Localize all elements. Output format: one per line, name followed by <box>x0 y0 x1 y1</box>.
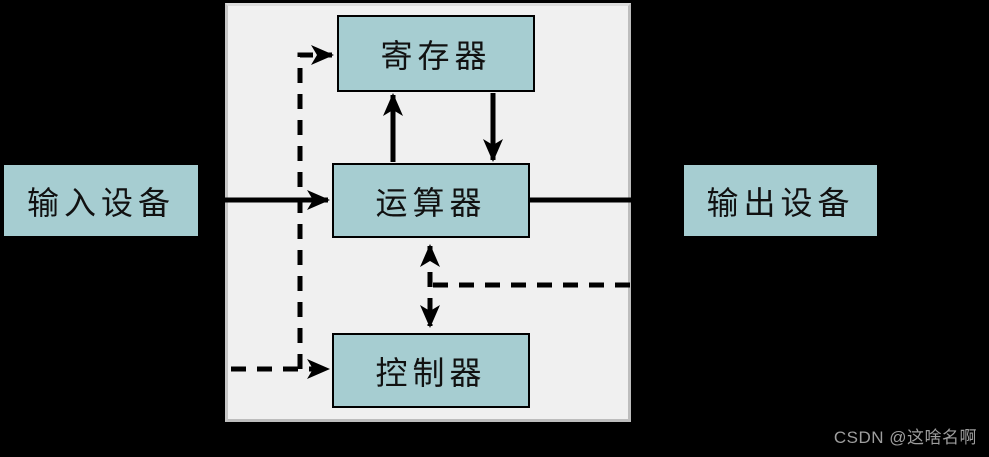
output-device-box: 输出设备 <box>682 163 879 238</box>
controller-box: 控制器 <box>332 333 530 408</box>
register-box: 寄存器 <box>337 15 535 92</box>
csdn-watermark: CSDN @这啥名啊 <box>833 428 977 447</box>
alu-box: 运算器 <box>332 163 530 238</box>
input-device-box: 输入设备 <box>2 163 200 238</box>
